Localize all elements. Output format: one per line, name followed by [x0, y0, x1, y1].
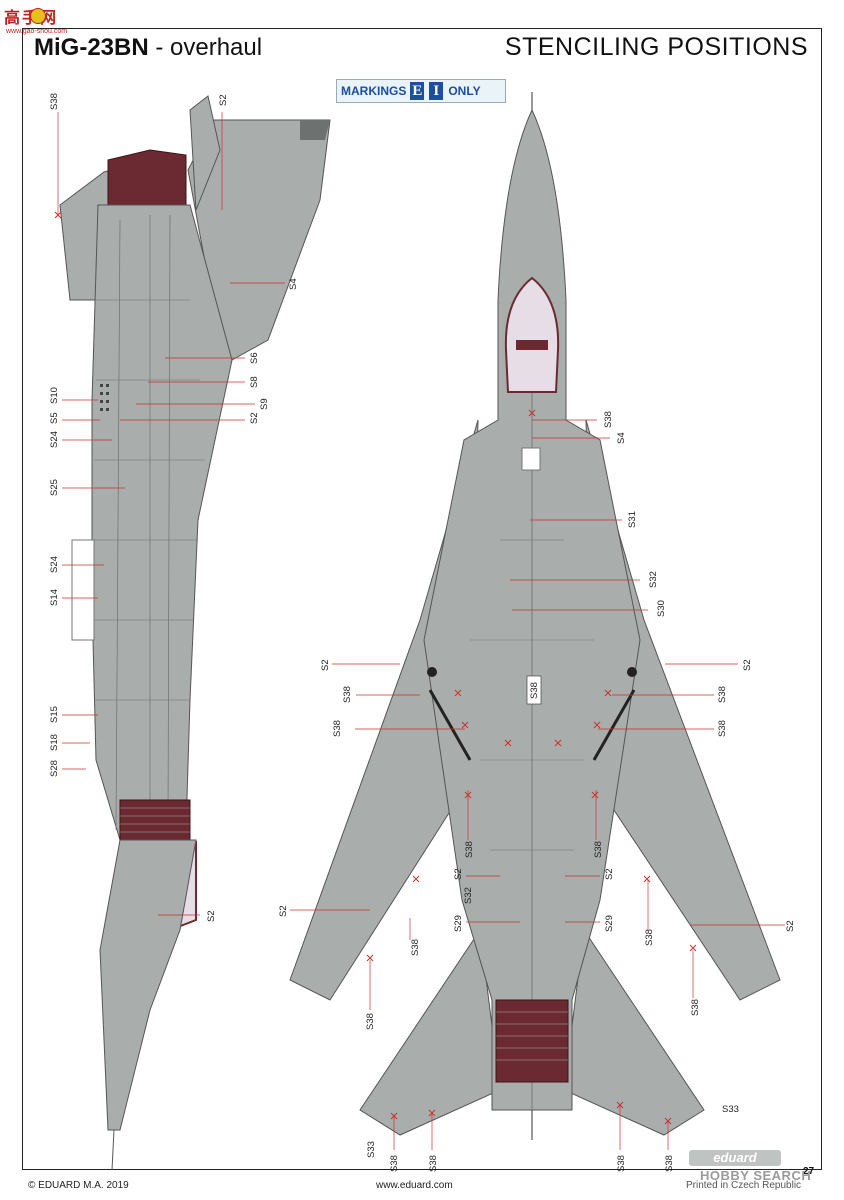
page-number: 27 [803, 1166, 815, 1177]
copyright-text: © EDUARD M.A. 2019 [28, 1180, 129, 1191]
label-s6: S6 [249, 352, 260, 364]
label-s8: S8 [249, 376, 260, 388]
section-title: STENCILING POSITIONS [504, 33, 808, 61]
label-s4-plan: S4 [616, 432, 627, 444]
label-s18: S18 [49, 734, 60, 751]
label-s5: S5 [49, 412, 60, 424]
label-s28: S28 [49, 760, 60, 777]
label-s38-b3: S38 [616, 1155, 627, 1172]
title-subtitle: - overhaul [148, 34, 263, 61]
label-s38-b1: S38 [389, 1155, 400, 1172]
leader-lines [57, 112, 785, 1150]
side-view-labels: S38 S2 S4 S6 S8 S9 S10 S5 S2 S24 S25 S24… [49, 93, 299, 922]
label-s31: S31 [627, 511, 638, 528]
label-s32-b: S32 [463, 887, 474, 904]
label-s38-l4: S38 [410, 939, 421, 956]
label-s25: S25 [49, 479, 60, 496]
label-s32-a: S32 [648, 571, 659, 588]
aircraft-model: MiG-23BN [34, 34, 149, 61]
markings-prefix: MARKINGS [341, 84, 407, 98]
label-s29-r: S29 [604, 915, 615, 932]
label-s33-r: S33 [722, 1104, 739, 1115]
label-s38-l3: S38 [464, 841, 475, 858]
side-view-aircraft [59, 95, 331, 1171]
label-s2-left: S2 [320, 659, 331, 671]
label-s38-b2: S38 [428, 1155, 439, 1172]
label-s14: S14 [49, 589, 60, 606]
label-s38-center: S38 [529, 682, 540, 699]
site-watermark: 高手网 www.gao-shou.com [4, 4, 76, 38]
label-s9: S9 [259, 398, 270, 410]
label-s38-r3: S38 [593, 841, 604, 858]
label-s38-l1: S38 [342, 686, 353, 703]
label-s30: S30 [656, 600, 667, 617]
stencil-x-marks [54, 211, 697, 1125]
plan-view-aircraft [289, 92, 781, 1140]
label-s38-b4: S38 [664, 1155, 675, 1172]
label-s33-l: S33 [366, 1141, 377, 1158]
label-s15: S15 [49, 706, 60, 723]
label-s2-low: S2 [206, 910, 217, 922]
label-s2-cr: S2 [604, 868, 615, 880]
marking-letter-e: E [410, 82, 425, 100]
eduard-logo: eduard [689, 1150, 781, 1166]
label-s2-wr: S2 [785, 920, 796, 932]
website-link[interactable]: www.eduard.com [376, 1180, 453, 1191]
label-s38-r4: S38 [644, 929, 655, 946]
printed-in-text: Printed in Czech Republic [686, 1180, 802, 1191]
markings-badge: MARKINGS E I ONLY [336, 79, 506, 103]
page-title: MiG-23BN - overhaul [34, 34, 262, 62]
label-s38-top: S38 [49, 93, 60, 110]
label-s2-right: S2 [742, 659, 753, 671]
label-s38-r1: S38 [717, 686, 728, 703]
label-s38-nose: S38 [603, 411, 614, 428]
label-s2-wl: S2 [278, 905, 289, 917]
markings-suffix: ONLY [448, 84, 481, 98]
plan-view-labels: S38 S4 S31 S32 S30 S2 S2 S38 S38 S38 S38… [278, 411, 796, 1172]
label-s38-l5: S38 [365, 1013, 376, 1030]
watermark-url: www.gao-shou.com [6, 28, 68, 35]
label-s10: S10 [49, 387, 60, 404]
label-s38-l2: S38 [332, 720, 343, 737]
hobby-search-watermark: HOBBY SEARCH [700, 1168, 812, 1183]
label-s24-b: S24 [49, 556, 60, 573]
label-s2-top: S2 [218, 94, 229, 106]
marking-letter-i: I [429, 82, 444, 100]
label-s2-cl: S2 [453, 868, 464, 880]
page-frame [22, 28, 822, 1170]
globe-icon [30, 8, 46, 24]
label-s2-mid: S2 [249, 412, 260, 424]
label-s24-a: S24 [49, 431, 60, 448]
label-s4-side: S4 [288, 278, 299, 290]
label-s38-r2: S38 [717, 720, 728, 737]
label-s29-l: S29 [453, 915, 464, 932]
label-s38-r5: S38 [690, 999, 701, 1016]
